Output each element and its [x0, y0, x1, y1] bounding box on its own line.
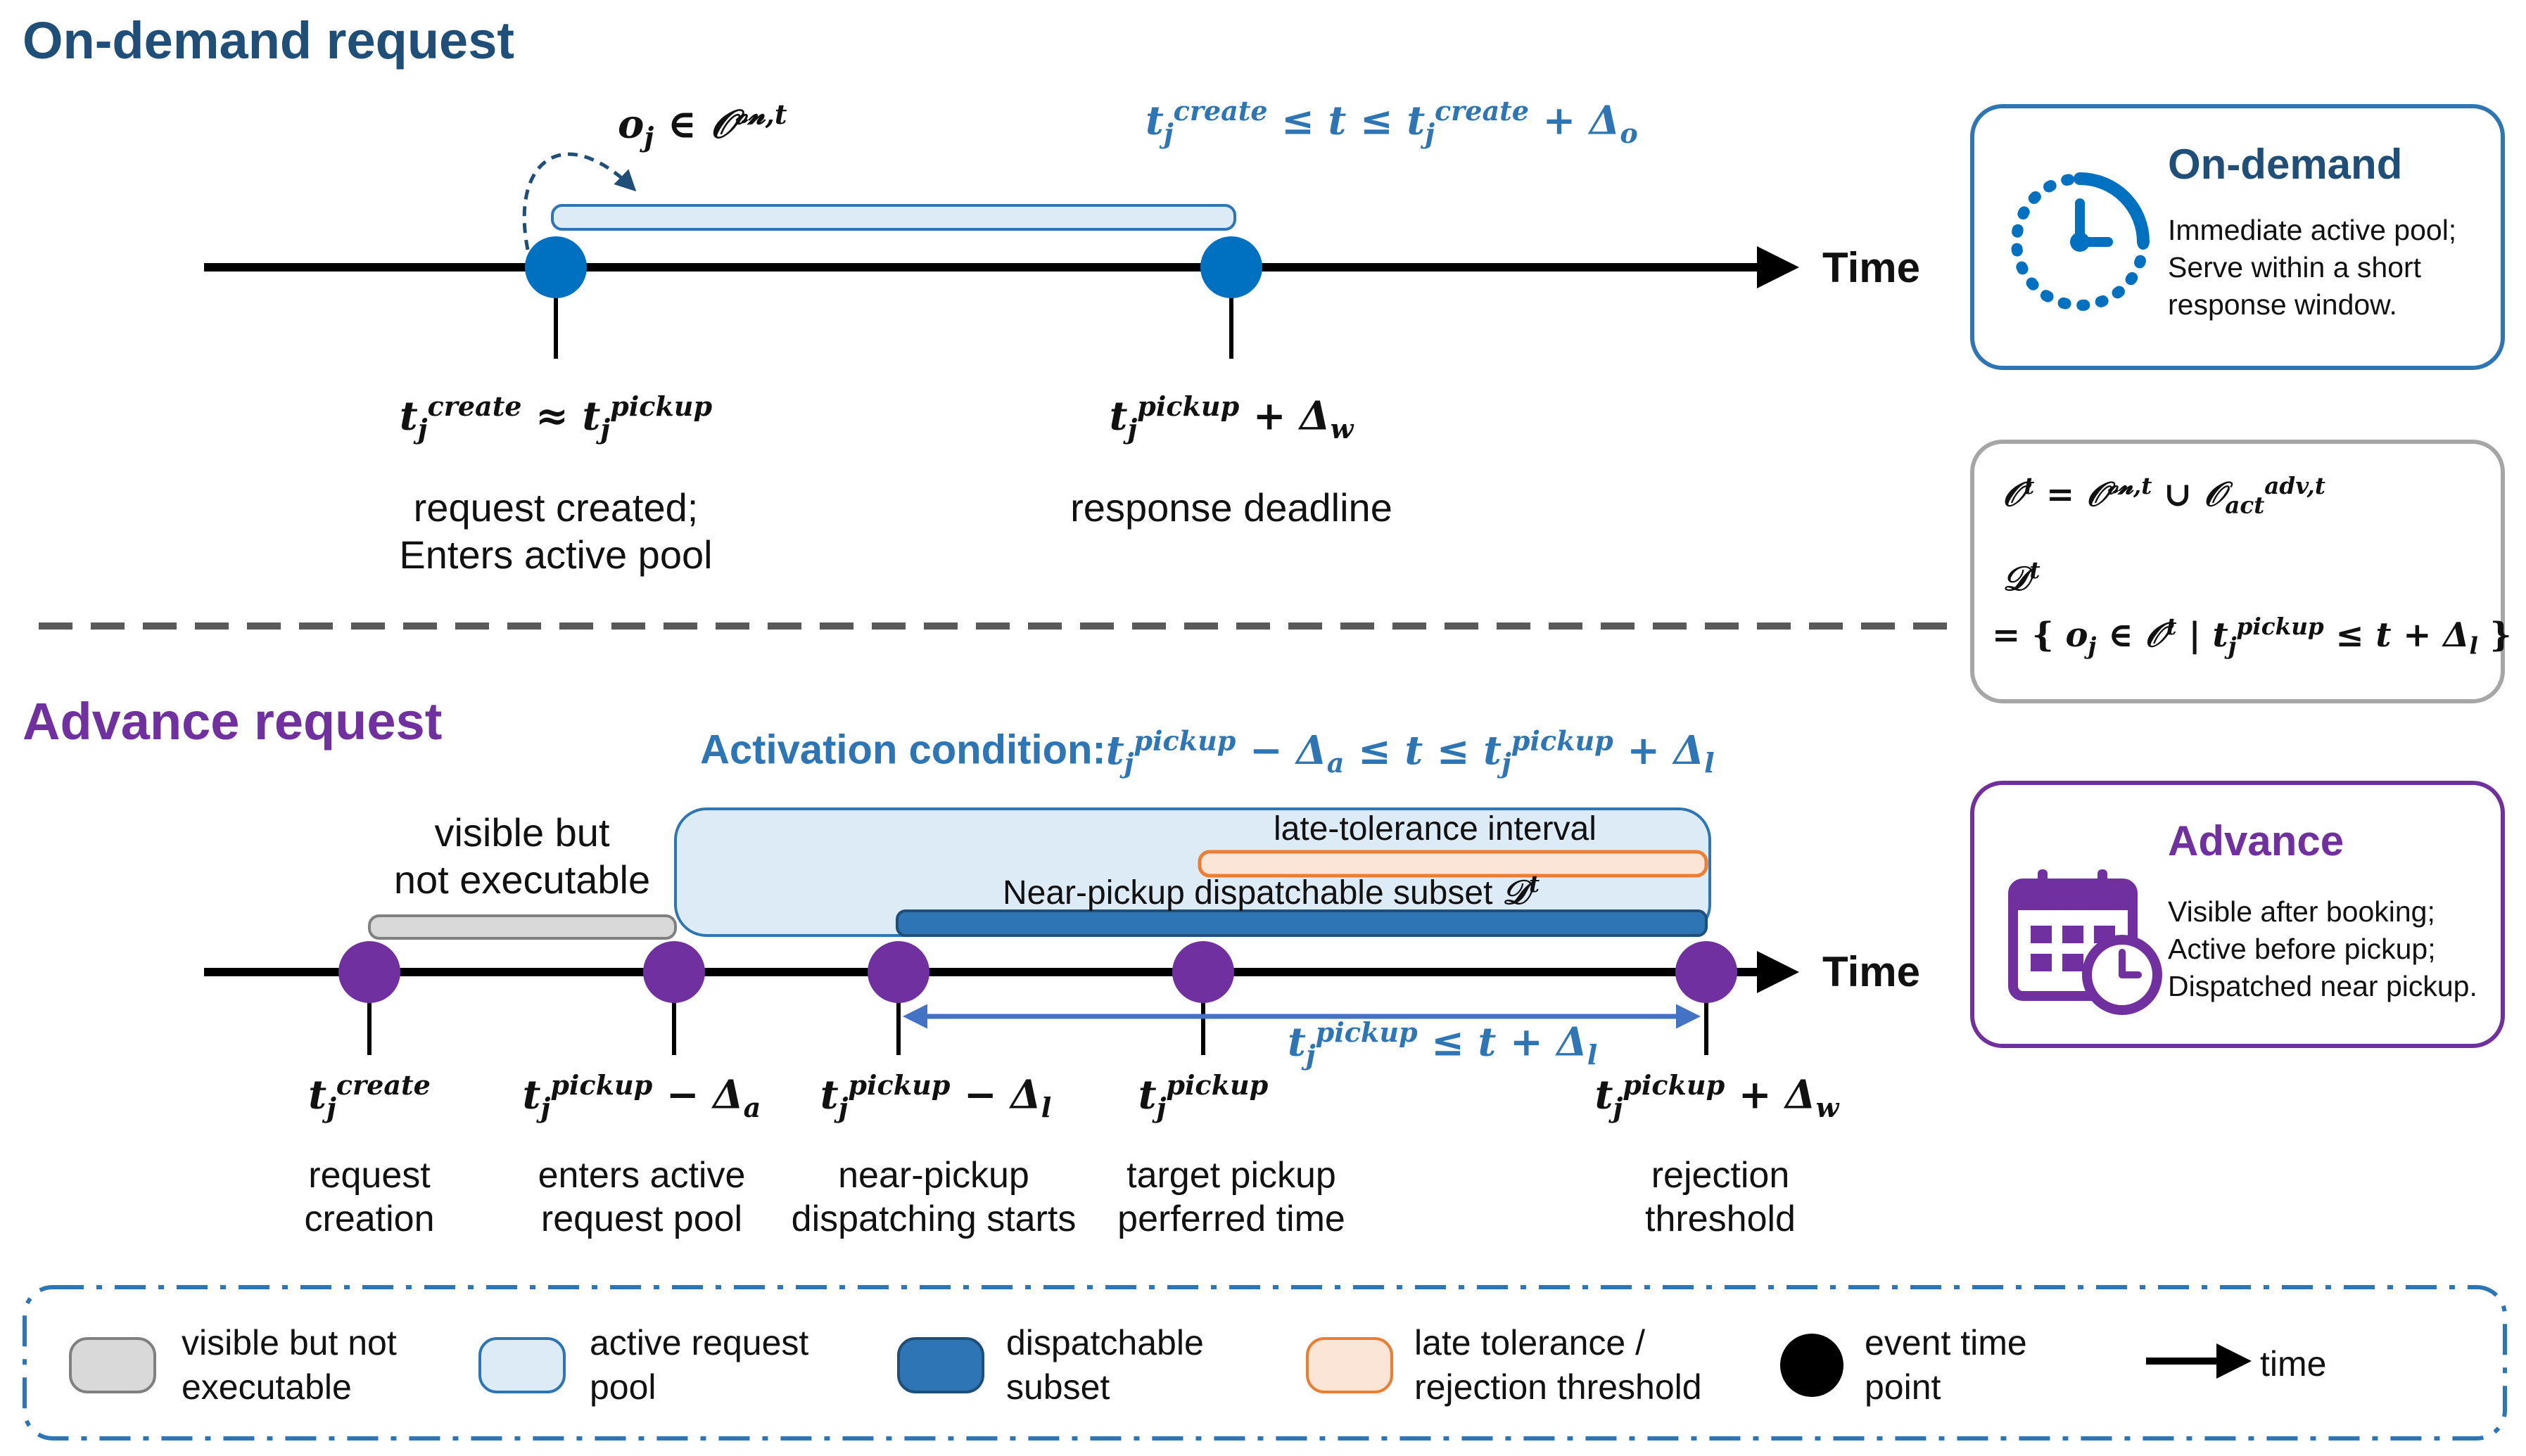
- bottom-event-3-dot: [868, 941, 929, 1003]
- response-window-bar: [551, 204, 1236, 231]
- legend-swatch-orange: [1306, 1337, 1393, 1393]
- bottom-event-1-math: tjcreate: [308, 1069, 431, 1123]
- legend-swatch-dark-blue: [897, 1337, 984, 1393]
- calendar-clock-icon: [2008, 869, 2162, 1015]
- formula-dispatch-set-label: 𝒟t: [2003, 556, 2041, 599]
- late-tolerance-bar: [1198, 850, 1708, 878]
- top-event-create-dot: [525, 236, 587, 298]
- clock-icon: [2011, 172, 2150, 311]
- response-window-condition: tjcreate ≤ t ≤ tjcreate + Δo: [1145, 95, 1638, 149]
- legend-swatch-gray: [69, 1337, 156, 1393]
- bottom-event-4-math: tjpickup: [1138, 1069, 1269, 1123]
- top-event-deadline-label: response deadline: [1070, 485, 1392, 530]
- top-event-deadline-dot: [1200, 236, 1262, 298]
- formula-active-set: 𝒪t = 𝒪𝓸𝓷,t ∪ 𝒪actadv,t: [2003, 472, 2325, 519]
- legend-item-late-tolerance: late tolerance /rejection threshold: [1414, 1323, 1702, 1407]
- activation-condition: Activation condition:tjpickup − Δa ≤ t ≤…: [700, 724, 1715, 779]
- legend-item-time: time: [2260, 1344, 2327, 1384]
- advance-card-title: Advance: [2168, 817, 2344, 864]
- bottom-event-3-math: tjpickup − Δl: [820, 1069, 1052, 1123]
- advance-card-line-2: Active before pickup;: [2168, 933, 2436, 965]
- on-demand-card: On-demand Immediate active pool; Serve w…: [1970, 104, 2505, 370]
- legend-swatch-light-blue: [478, 1337, 566, 1393]
- top-axis-label: Time: [1822, 244, 1920, 291]
- on-demand-section-title: On-demand request: [23, 11, 514, 70]
- on-demand-card-title: On-demand: [2168, 141, 2403, 188]
- formula-dispatch-set-definition: = { oj ∈ 𝒪t | tjpickup ≤ t + Δl }: [1992, 613, 2512, 660]
- formula-card: 𝒪t = 𝒪𝓸𝓷,t ∪ 𝒪actadv,t 𝒟t = { oj ∈ 𝒪t | …: [1970, 440, 2511, 703]
- advance-card-line-1: Visible after booking;: [2168, 895, 2435, 928]
- near-pickup-range-label: tjpickup ≤ t + Δl: [1288, 1016, 1598, 1071]
- late-tolerance-label: late-tolerance interval: [1274, 810, 1597, 848]
- advance-card: Advance Visible after booking; Active be…: [1970, 781, 2505, 1048]
- near-pickup-subset-label: Near-pickup dispatchable subset 𝒟t: [1003, 870, 1540, 912]
- on-demand-card-line-2: Serve within a short: [2168, 251, 2422, 283]
- enter-pool-curved-arrow: [522, 152, 637, 250]
- top-event-deadline-math: tjpickup + Δw: [1109, 390, 1354, 445]
- visible-not-executable-bar: [368, 914, 677, 940]
- bottom-event-2-dot: [643, 941, 705, 1003]
- bottom-event-2-math: tjpickup − Δa: [522, 1069, 761, 1123]
- on-demand-set-label: oj ∈ 𝒪𝓸𝓷,t: [618, 98, 787, 153]
- top-event-create-math: tjcreate ≈ tjpickup: [399, 390, 713, 445]
- dispatchable-subset-bar: [896, 909, 1708, 937]
- bottom-axis-label: Time: [1822, 948, 1920, 995]
- bottom-event-5-math: tjpickup + Δw: [1594, 1069, 1839, 1123]
- top-event-create-label: request created;Enters active pool: [399, 485, 713, 577]
- bottom-event-4-dot: [1172, 941, 1234, 1003]
- advance-card-line-3: Dispatched near pickup.: [2168, 970, 2477, 1002]
- bottom-event-1-dot: [338, 941, 400, 1003]
- on-demand-card-line-1: Immediate active pool;: [2168, 214, 2457, 246]
- on-demand-card-line-3: response window.: [2168, 288, 2397, 321]
- advance-section-title: Advance request: [23, 692, 443, 751]
- legend-swatch-dot: [1780, 1334, 1843, 1397]
- legend-frame: [23, 1285, 2507, 1441]
- bottom-event-5-dot: [1675, 941, 1737, 1003]
